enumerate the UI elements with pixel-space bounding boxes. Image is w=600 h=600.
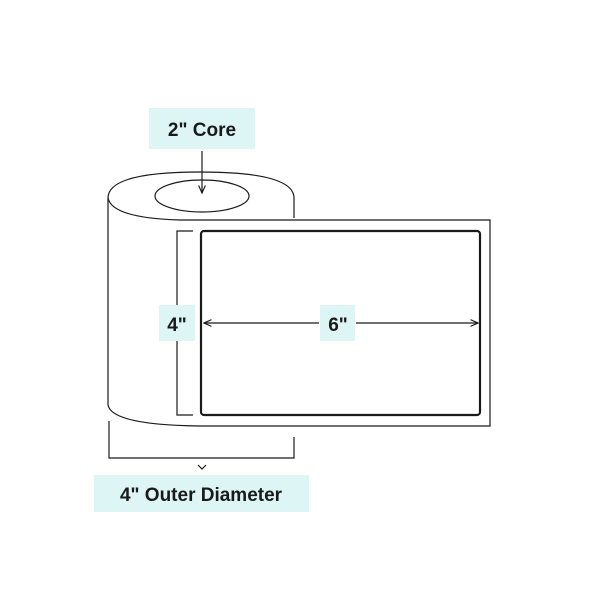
core-label: 2" Core	[168, 120, 236, 141]
outer-diameter-label: 4" Outer Diameter	[120, 485, 283, 506]
height-label: 4"	[167, 315, 187, 336]
height-label-box	[159, 305, 195, 341]
width-label-box	[320, 305, 355, 341]
roll-top-outer	[107, 171, 295, 218]
width-dimension: 6"	[204, 305, 478, 341]
label-sheet	[180, 219, 491, 427]
roll-top-outer-lower	[107, 197, 181, 221]
outer-diameter-chevron	[197, 464, 207, 470]
outer-diameter-label-box	[94, 475, 309, 512]
roll-bottom-curve	[107, 404, 201, 427]
width-label: 6"	[328, 315, 348, 336]
core-callout: 2" Core	[149, 108, 255, 193]
liner-outline	[180, 219, 491, 427]
outer-diameter-bracket	[108, 421, 295, 459]
outer-diameter-dimension: 4" Outer Diameter	[94, 421, 309, 512]
roll-body	[107, 171, 295, 427]
core-label-box	[149, 108, 255, 149]
label-outline	[199, 229, 482, 417]
height-dimension: 4"	[159, 230, 195, 416]
